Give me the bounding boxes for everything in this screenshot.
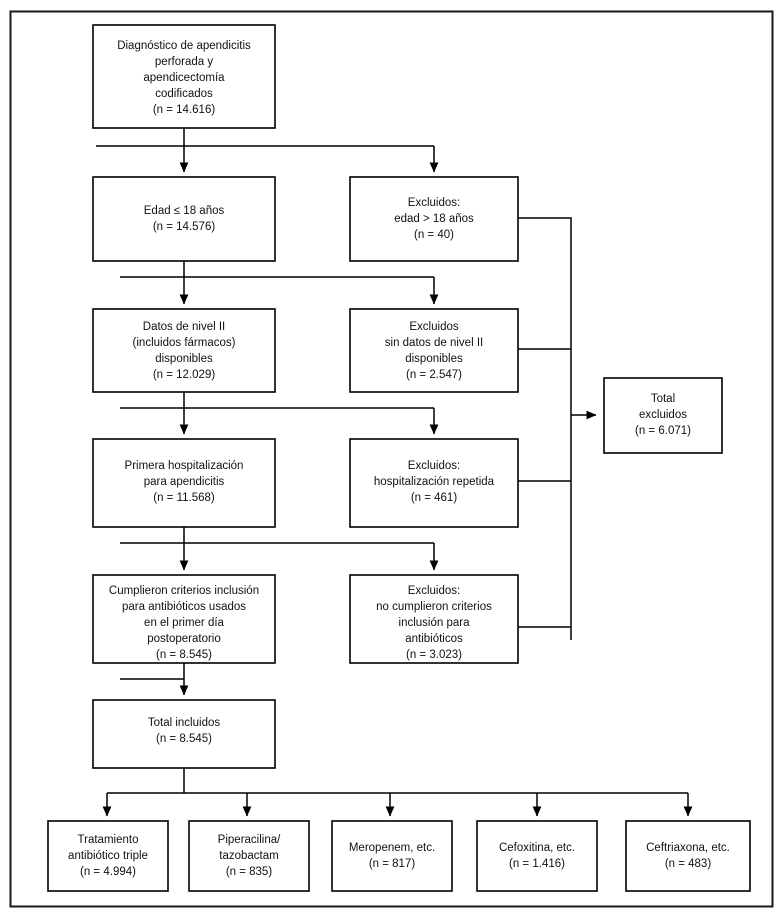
- node-treatment-4-count: (n = 483): [665, 858, 712, 870]
- node-excl-age-line-1: edad > 18 años: [394, 213, 474, 225]
- node-source-line-0: Diagnóstico de apendicitis: [117, 40, 251, 52]
- figure-border: [9, 10, 774, 908]
- collector-vertical: [518, 217, 572, 640]
- node-treatment-3: Cefoxitina, etc. (n = 1.416): [476, 820, 598, 892]
- node-treatment-0-line-1: antibiótico triple: [68, 850, 148, 862]
- node-treatment-4: Ceftriaxona, etc. (n = 483): [625, 820, 751, 892]
- node-treatment-1-line-0: Piperacilina/: [218, 834, 281, 846]
- node-excl-repeat: Excluidos: hospitalización repetida (n =…: [349, 438, 519, 528]
- node-source-count: (n = 14.616): [153, 104, 216, 116]
- node-treatment-3-count: (n = 1.416): [509, 858, 565, 870]
- node-level2: Datos de nivel II (incluidos fármacos) d…: [92, 308, 276, 393]
- node-treatment-2-count: (n = 817): [369, 858, 416, 870]
- node-excl-criteria-line-0: Excluidos:: [408, 585, 460, 597]
- node-level2-line-0: Datos de nivel II: [143, 321, 225, 333]
- node-total-excluded-line-1: excluidos: [639, 409, 687, 421]
- node-excl-criteria-count: (n = 3.023): [406, 649, 462, 661]
- node-excl-age-count: (n = 40): [414, 229, 454, 241]
- node-excl-criteria-line-3: antibióticos: [405, 633, 463, 645]
- node-total-excluded-line-0: Total: [651, 393, 675, 405]
- node-level2-count: (n = 12.029): [153, 369, 216, 381]
- node-treatment-1-line-1: tazobactam: [219, 850, 278, 862]
- node-excl-criteria-line-2: inclusión para: [399, 617, 471, 629]
- node-excl-level2-count: (n = 2.547): [406, 369, 462, 381]
- node-first-hosp-line-1: para apendicitis: [144, 476, 225, 488]
- node-source-line-3: codificados: [155, 88, 213, 100]
- node-treatment-1: Piperacilina/ tazobactam (n = 835): [188, 820, 310, 892]
- node-source-line-2: apendicectomía: [143, 72, 225, 84]
- node-treatment-2-line-0: Meropenem, etc.: [349, 842, 435, 854]
- node-total-excluded-count: (n = 6.071): [635, 425, 691, 437]
- node-criteria-line-2: en el primer día: [144, 617, 225, 629]
- node-treatment-1-count: (n = 835): [226, 866, 273, 878]
- node-treatment-4-line-0: Ceftriaxona, etc.: [646, 842, 730, 854]
- node-excl-age-line-0: Excluidos:: [408, 197, 460, 209]
- node-criteria-line-0: Cumplieron criterios inclusión: [109, 585, 259, 597]
- node-treatment-0: Tratamiento antibiótico triple (n = 4.99…: [47, 820, 169, 892]
- node-excl-level2-line-0: Excluidos: [409, 321, 458, 333]
- node-excl-criteria: Excluidos: no cumplieron criterios inclu…: [349, 574, 519, 664]
- node-treatment-0-line-0: Tratamiento: [78, 834, 139, 846]
- node-age: Edad ≤ 18 años (n = 14.576): [92, 176, 276, 262]
- node-level2-line-2: disponibles: [155, 353, 213, 365]
- node-criteria-count: (n = 8.545): [156, 649, 212, 661]
- node-total-included-count: (n = 8.545): [156, 733, 212, 745]
- node-excl-repeat-count: (n = 461): [411, 492, 458, 504]
- node-total-included-line-0: Total incluidos: [148, 717, 220, 729]
- node-excl-level2: Excluidos sin datos de nivel II disponib…: [349, 308, 519, 393]
- node-excl-repeat-line-1: hospitalización repetida: [374, 476, 495, 488]
- node-criteria: Cumplieron criterios inclusión para anti…: [92, 574, 276, 664]
- node-source: Diagnóstico de apendicitis perforada y a…: [92, 24, 276, 129]
- node-source-line-1: perforada y: [155, 56, 213, 68]
- node-treatment-0-count: (n = 4.994): [80, 866, 136, 878]
- node-first-hosp-line-0: Primera hospitalización: [125, 460, 244, 472]
- node-first-hosp: Primera hospitalización para apendicitis…: [92, 438, 276, 528]
- node-excl-criteria-line-1: no cumplieron criterios: [376, 601, 492, 613]
- node-excl-repeat-line-0: Excluidos:: [408, 460, 460, 472]
- node-excl-level2-line-2: disponibles: [405, 353, 463, 365]
- node-age-count: (n = 14.576): [153, 221, 216, 233]
- node-level2-line-1: (incluidos fármacos): [133, 337, 236, 349]
- node-total-excluded: Total excluidos (n = 6.071): [603, 377, 723, 454]
- node-total-included: Total incluidos (n = 8.545): [92, 699, 276, 769]
- node-criteria-line-1: para antibióticos usados: [122, 601, 246, 613]
- node-first-hosp-count: (n = 11.568): [153, 492, 215, 504]
- node-treatment-2: Meropenem, etc. (n = 817): [331, 820, 453, 892]
- node-excl-age: Excluidos: edad > 18 años (n = 40): [349, 176, 519, 262]
- node-excl-level2-line-1: sin datos de nivel II: [385, 337, 483, 349]
- node-criteria-line-3: postoperatorio: [147, 633, 221, 645]
- node-treatment-3-line-0: Cefoxitina, etc.: [499, 842, 575, 854]
- node-age-line-0: Edad ≤ 18 años: [144, 205, 225, 217]
